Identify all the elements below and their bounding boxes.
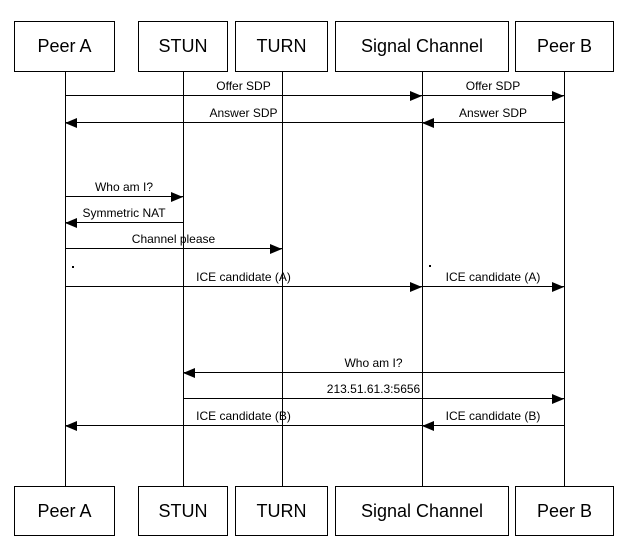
message-line	[422, 286, 564, 287]
message-label: Offer SDP	[465, 79, 521, 93]
message-line	[422, 425, 564, 426]
message-label: Who am I?	[344, 356, 403, 370]
actor-box-peer-b-bottom: Peer B	[515, 486, 614, 536]
actor-box-signal-channel-top: Signal Channel	[335, 21, 509, 72]
arrowhead-right-icon	[270, 244, 282, 254]
message-line	[183, 372, 564, 373]
message-line	[65, 122, 422, 123]
message-label: ICE candidate (A)	[196, 270, 291, 284]
actor-box-stun-bottom: STUN	[138, 486, 228, 536]
message-line	[65, 196, 183, 197]
message-line	[422, 95, 564, 96]
arrowhead-right-icon	[410, 91, 422, 101]
arrowhead-right-icon	[410, 282, 422, 292]
message-label: Channel please	[131, 232, 216, 246]
message-line	[65, 248, 282, 249]
message-line	[65, 222, 183, 223]
message-label: Answer SDP	[458, 106, 528, 120]
actor-box-peer-a-bottom: Peer A	[14, 486, 115, 536]
message-label: Symmetric NAT	[82, 206, 166, 220]
message-line	[65, 95, 422, 96]
arrowhead-right-icon	[552, 394, 564, 404]
lifeline-turn	[282, 72, 283, 486]
stray-dot	[429, 265, 431, 267]
arrowhead-right-icon	[552, 282, 564, 292]
message-label: ICE candidate (A)	[445, 270, 541, 284]
message-label: Answer SDP	[209, 106, 278, 120]
message-line	[422, 122, 564, 123]
arrowhead-left-icon	[422, 421, 434, 431]
arrowhead-right-icon	[171, 192, 183, 202]
actor-box-stun-top: STUN	[138, 21, 228, 72]
message-label: Offer SDP	[216, 79, 271, 93]
stray-dot	[72, 266, 74, 268]
lifeline-signal-channel	[422, 72, 423, 486]
actor-box-turn-top: TURN	[235, 21, 328, 72]
lifeline-peer-a	[65, 72, 66, 486]
arrowhead-left-icon	[422, 118, 434, 128]
lifeline-peer-b	[564, 72, 565, 486]
message-line	[65, 286, 422, 287]
message-label: ICE candidate (B)	[196, 409, 291, 423]
arrowhead-left-icon	[65, 218, 77, 228]
arrowhead-left-icon	[65, 118, 77, 128]
actor-box-turn-bottom: TURN	[235, 486, 328, 536]
arrowhead-left-icon	[65, 421, 77, 431]
message-label: Who am I?	[94, 180, 154, 194]
actor-box-peer-b-top: Peer B	[515, 21, 614, 72]
message-label: 213.51.61.3:5656	[326, 382, 421, 396]
actor-box-peer-a-top: Peer A	[14, 21, 115, 72]
arrowhead-left-icon	[183, 368, 195, 378]
message-line	[183, 398, 564, 399]
lifeline-stun	[183, 72, 184, 486]
message-label: ICE candidate (B)	[445, 409, 541, 423]
actor-box-signal-channel-bottom: Signal Channel	[335, 486, 509, 536]
arrowhead-right-icon	[552, 91, 564, 101]
message-line	[65, 425, 422, 426]
